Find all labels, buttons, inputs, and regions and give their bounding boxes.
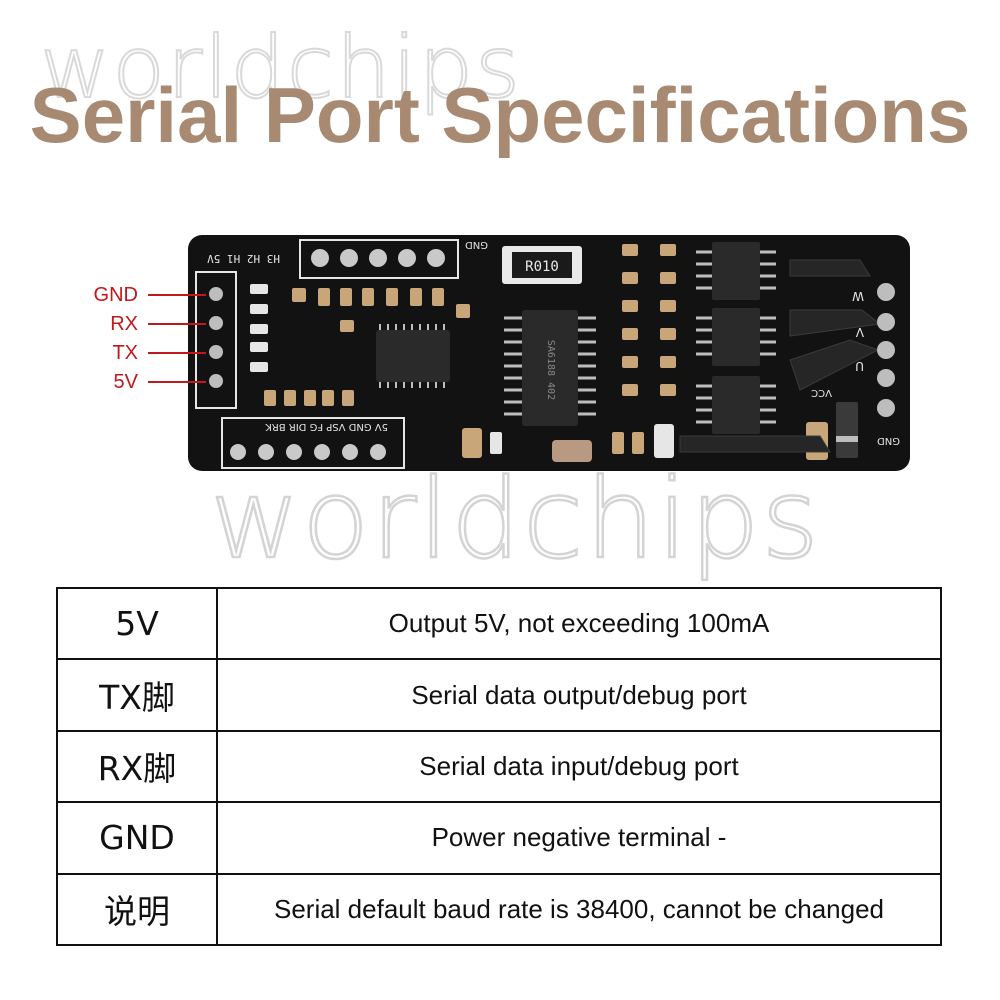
pin-cell: 说明	[56, 872, 218, 947]
pin-label-5v: 5V	[113, 371, 138, 393]
driver-chip: SA6188 402	[504, 310, 596, 426]
pin-label-tx: TX	[112, 342, 138, 364]
diode	[836, 402, 858, 458]
description-cell: Power negative terminal -	[216, 801, 942, 875]
pin-cell: TX脚	[56, 658, 218, 732]
description-cell: Serial data input/debug port	[216, 729, 942, 804]
description-cell: Serial default baud rate is 38400, canno…	[216, 872, 942, 947]
table-row: RX脚 Serial data input/debug port	[56, 729, 942, 804]
pin-cell: 5V	[56, 586, 218, 661]
pin-cell: RX脚	[56, 729, 218, 804]
header-bottom-label: 5V GND VSP FG DIR BRK	[265, 421, 388, 432]
vcc-label: VCC	[811, 387, 832, 398]
mosfet-chips	[696, 242, 776, 434]
watermark-top: worldchips	[39, 17, 522, 119]
bottom-header-pins	[230, 444, 386, 460]
table-row: 5V Output 5V, not exceeding 100mA	[56, 586, 942, 661]
left-header-pins	[209, 287, 223, 388]
resistor-marking: R010	[525, 259, 559, 275]
page-title: Serial Port Specifications	[29, 71, 971, 159]
header-top-left-label: H3 H2 H1 5V	[207, 252, 280, 265]
spec-table: 5V Output 5V, not exceeding 100mA TX脚 Se…	[56, 586, 942, 947]
phase-label-w: W	[852, 289, 864, 303]
pin-label-rx: RX	[110, 313, 138, 335]
table-row: TX脚 Serial data output/debug port	[56, 658, 942, 732]
top-header-pins	[311, 249, 445, 267]
pin-pointer-lines	[148, 294, 206, 383]
driver-chip-marking: SA6188 402	[545, 340, 556, 400]
pin-label-gnd: GND	[93, 284, 138, 306]
table-row: 说明 Serial default baud rate is 38400, ca…	[56, 872, 942, 947]
smd-components	[250, 284, 470, 406]
phase-label-v: V	[855, 325, 864, 339]
description-cell: Output 5V, not exceeding 100mA	[216, 586, 942, 661]
description-cell: Serial data output/debug port	[216, 658, 942, 732]
mcu-chip	[376, 324, 450, 388]
watermark-middle: worldchips	[209, 454, 821, 585]
pcb-board-image: H3 H2 H1 5V GND R010	[148, 235, 910, 471]
header-top-gnd-label: GND	[465, 239, 488, 250]
pin-cell: GND	[56, 801, 218, 875]
gnd-right-label: GND	[877, 435, 900, 446]
table-row: GND Power negative terminal -	[56, 801, 942, 875]
right-passives	[462, 244, 828, 462]
copper-traces	[679, 259, 882, 453]
right-header-pins	[877, 283, 895, 417]
phase-label-u: U	[855, 359, 864, 373]
